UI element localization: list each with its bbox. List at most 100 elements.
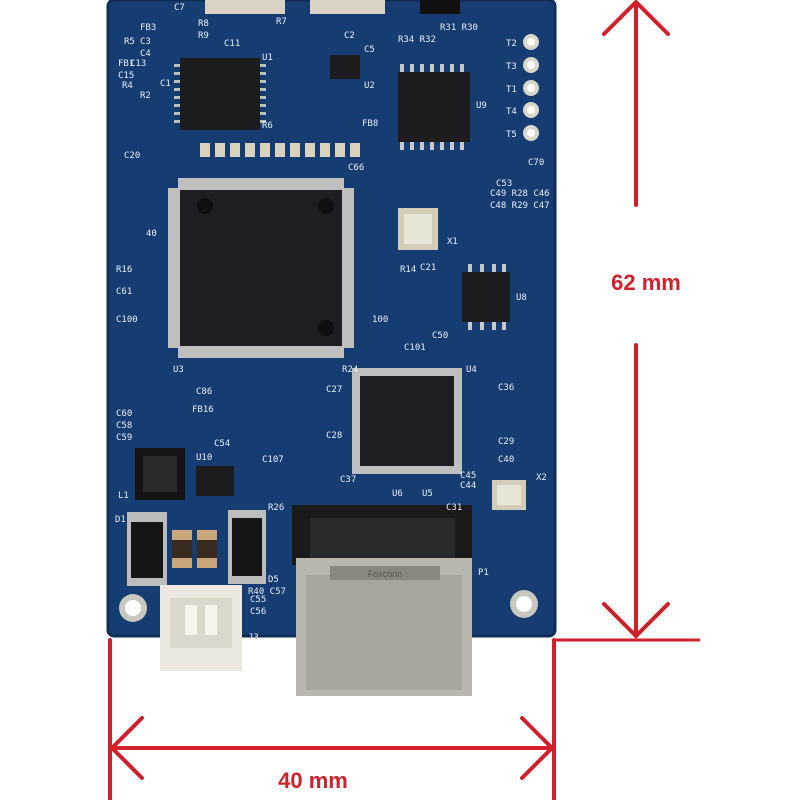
- label-d5: D5: [268, 575, 279, 585]
- crystal-x1: [398, 208, 438, 250]
- label-r34-r32: R34 R32: [398, 35, 436, 45]
- passive-row-top: [200, 143, 360, 157]
- label-c20: C20: [124, 151, 140, 161]
- label-c28: C28: [326, 431, 342, 441]
- label-c55: C55: [250, 595, 266, 605]
- label-c101: C101: [404, 343, 426, 353]
- label-r8: R8: [198, 19, 209, 29]
- label-fb8: FB8: [362, 119, 378, 129]
- label-u8: U8: [516, 293, 527, 303]
- ic-u3-main-processor: [168, 178, 354, 358]
- diode-d1: [127, 512, 167, 586]
- label-c53: C53: [496, 179, 512, 189]
- label-r5: R5: [124, 37, 135, 47]
- hdmi-connector-p1: Foxconn: [292, 505, 472, 696]
- mounting-hole-bottom-left: [119, 594, 147, 622]
- label-r26: R26: [268, 503, 284, 513]
- label-t5: T5: [506, 130, 517, 140]
- label-c86: C86: [196, 387, 212, 397]
- label-x1: X1: [447, 237, 458, 247]
- label-t1: T1: [506, 85, 517, 95]
- label-r31-r30: R31 R30: [440, 23, 478, 33]
- label-pin100: 100: [372, 315, 388, 325]
- label-c66: C66: [348, 163, 364, 173]
- inductor-l1: [135, 448, 185, 500]
- silkscreen-labels: U3 U4 U8 U9 X1 X2 P1 J3 L1 D1 D5 U10 40 …: [115, 3, 550, 643]
- ic-u8: [462, 264, 510, 330]
- test-points: [523, 34, 539, 141]
- label-c29: C29: [498, 437, 514, 447]
- ic-u9: [398, 64, 470, 150]
- label-u3: U3: [173, 365, 184, 375]
- label-c37: C37: [340, 475, 356, 485]
- label-c15: C15: [118, 71, 134, 81]
- width-label: 40 mm: [278, 768, 348, 793]
- label-u10: U10: [196, 453, 212, 463]
- label-c54: C54: [214, 439, 230, 449]
- diode-d5: [228, 510, 266, 584]
- label-c21: C21: [420, 263, 436, 273]
- label-u2: U2: [364, 81, 375, 91]
- ic-u2: [330, 55, 360, 79]
- label-u5: U5: [422, 489, 433, 499]
- ic-u10: [196, 466, 234, 496]
- label-t4: T4: [506, 107, 517, 117]
- label-c31: C31: [446, 503, 462, 513]
- crystal-x2: [492, 480, 526, 510]
- width-dimension-arrow: [108, 638, 556, 802]
- label-c36: C36: [498, 383, 514, 393]
- label-l1: L1: [118, 491, 129, 501]
- label-u6: U6: [392, 489, 403, 499]
- label-c70: C70: [528, 158, 544, 168]
- capacitor-pair: [172, 530, 217, 568]
- label-c59: C59: [116, 433, 132, 443]
- label-r40-c57: R40 C57: [248, 587, 286, 597]
- label-c49-row: C49 R28 C46: [490, 189, 550, 199]
- label-c7: C7: [174, 3, 185, 13]
- label-c40: C40: [498, 455, 514, 465]
- top-connector-left: [205, 0, 285, 14]
- height-label: 62 mm: [611, 270, 681, 295]
- label-c56: C56: [250, 607, 266, 617]
- label-c100: C100: [116, 315, 138, 325]
- label-c44: C44: [460, 481, 476, 491]
- label-x2: X2: [536, 473, 547, 483]
- label-c61: C61: [116, 287, 132, 297]
- label-r6: R6: [262, 121, 273, 131]
- mounting-hole-bottom-right: [510, 590, 538, 618]
- label-t3: T3: [506, 62, 517, 72]
- hdmi-brand-text: Foxconn: [368, 569, 403, 579]
- label-c50: C50: [432, 331, 448, 341]
- label-c60: C60: [116, 409, 132, 419]
- ic-u4: [352, 368, 462, 474]
- label-r9: R9: [198, 31, 209, 41]
- height-dimension-arrow: [602, 0, 670, 639]
- label-c3: C3: [140, 37, 151, 47]
- label-u4: U4: [466, 365, 477, 375]
- label-c27: C27: [326, 385, 342, 395]
- label-r16: R16: [116, 265, 132, 275]
- jst-connector-j3: [160, 585, 242, 671]
- label-pin40: 40: [146, 229, 157, 239]
- label-c58: C58: [116, 421, 132, 431]
- label-j3: J3: [248, 633, 259, 643]
- label-r24: R24: [342, 365, 358, 375]
- label-r7: R7: [276, 17, 287, 27]
- label-d1: D1: [115, 515, 126, 525]
- label-r14: R14: [400, 265, 416, 275]
- label-c2: C2: [344, 31, 355, 41]
- label-p1: P1: [478, 568, 489, 578]
- label-r4: R4: [122, 81, 133, 91]
- label-t2: T2: [506, 39, 517, 49]
- label-c48-row: C48 R29 C47: [490, 201, 550, 211]
- label-c45: C45: [460, 471, 476, 481]
- label-c1: C1: [160, 79, 171, 89]
- label-c5: C5: [364, 45, 375, 55]
- label-c11: C11: [224, 39, 240, 49]
- label-c107: C107: [262, 455, 284, 465]
- label-c4: C4: [140, 49, 151, 59]
- label-u1: U1: [262, 53, 273, 63]
- label-u9: U9: [476, 101, 487, 111]
